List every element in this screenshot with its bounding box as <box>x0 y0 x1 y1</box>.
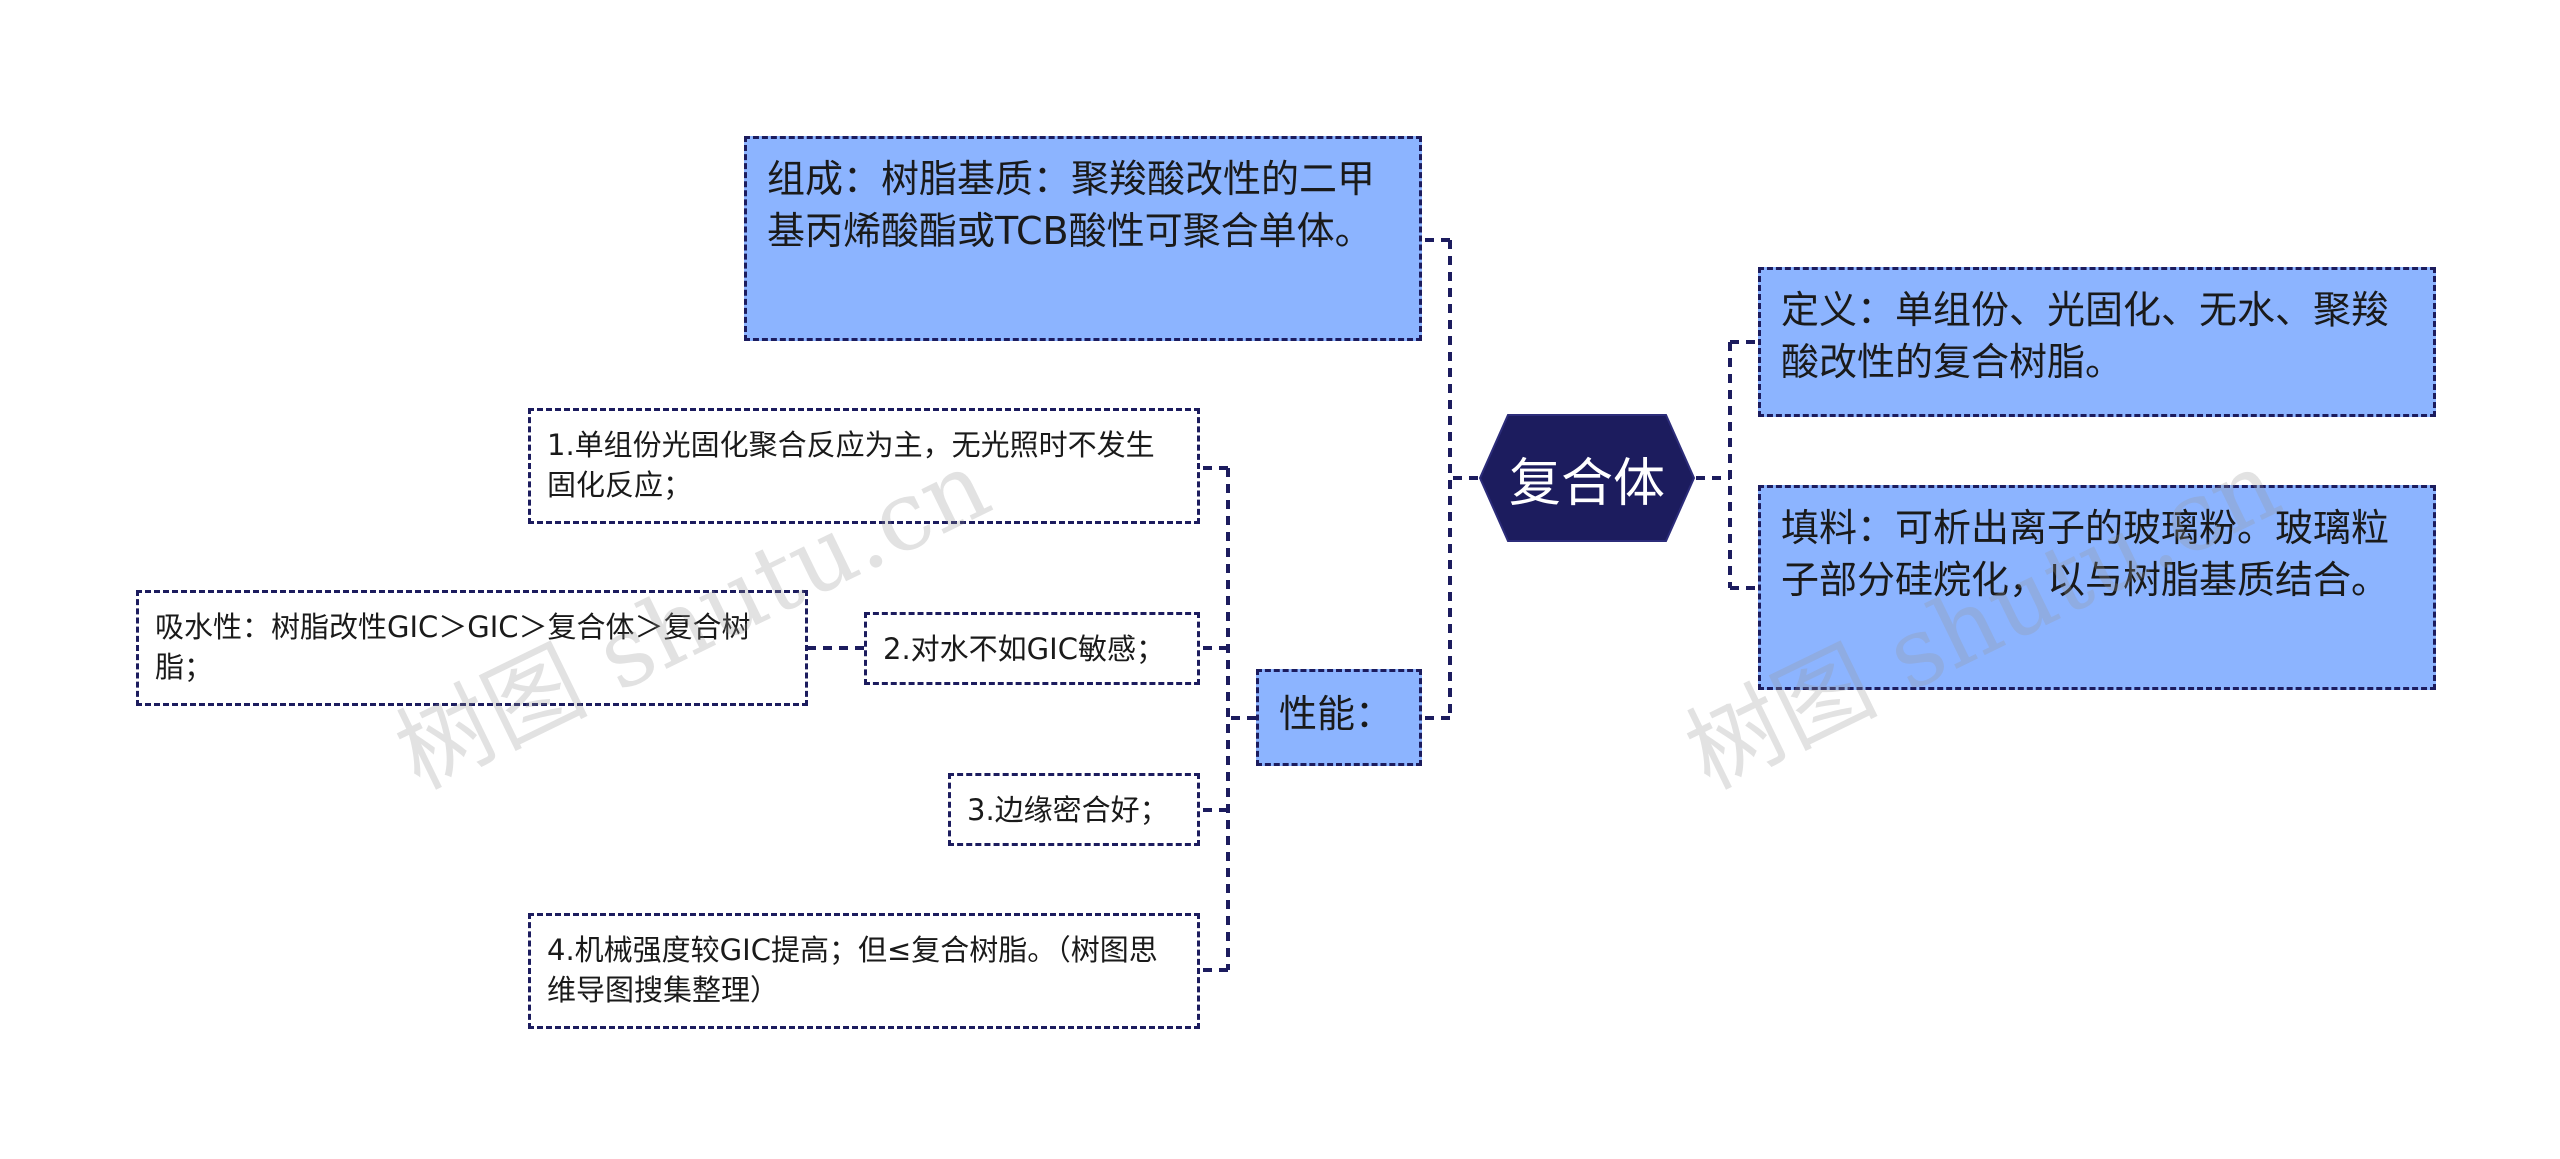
hexagon-shape <box>1478 414 1696 542</box>
performance-item-4[interactable]: 4.机械强度较GIC提高；但≤复合树脂。（树图思维导图搜集整理） <box>528 913 1200 1029</box>
performance-sub-item-text: 吸水性：树脂改性GIC＞GIC＞复合体＞复合树脂； <box>155 610 751 685</box>
filler-text: 填料：可析出离子的玻璃粉。玻璃粒子部分硅烷化，以与树脂基质结合。 <box>1781 506 2390 603</box>
performance-label: 性能： <box>1279 692 1394 736</box>
center-node[interactable]: 复合体 <box>1478 413 1696 543</box>
definition-text: 定义：单组份、光固化、无水、聚羧酸改性的复合树脂。 <box>1781 288 2390 385</box>
composition-node[interactable]: 组成：树脂基质：聚羧酸改性的二甲基丙烯酸酯或TCB酸性可聚合单体。 <box>744 136 1422 341</box>
performance-item-3-text: 3.边缘密合好； <box>967 793 1169 827</box>
composition-text: 组成：树脂基质：聚羧酸改性的二甲基丙烯酸酯或TCB酸性可聚合单体。 <box>767 157 1376 254</box>
center-label: 复合体 <box>1508 453 1665 514</box>
performance-item-1-text: 1.单组份光固化聚合反应为主，无光照时不发生固化反应； <box>547 428 1155 503</box>
performance-node[interactable]: 性能： <box>1256 669 1422 766</box>
performance-item-2[interactable]: 2.对水不如GIC敏感； <box>864 612 1200 685</box>
performance-item-1[interactable]: 1.单组份光固化聚合反应为主，无光照时不发生固化反应； <box>528 408 1200 524</box>
definition-node[interactable]: 定义：单组份、光固化、无水、聚羧酸改性的复合树脂。 <box>1758 267 2436 417</box>
performance-item-2-text: 2.对水不如GIC敏感； <box>883 632 1165 666</box>
filler-node[interactable]: 填料：可析出离子的玻璃粉。玻璃粒子部分硅烷化，以与树脂基质结合。 <box>1758 485 2436 690</box>
performance-item-3[interactable]: 3.边缘密合好； <box>948 773 1200 846</box>
performance-sub-item[interactable]: 吸水性：树脂改性GIC＞GIC＞复合体＞复合树脂； <box>136 590 808 706</box>
performance-item-4-text: 4.机械强度较GIC提高；但≤复合树脂。（树图思维导图搜集整理） <box>547 933 1158 1008</box>
